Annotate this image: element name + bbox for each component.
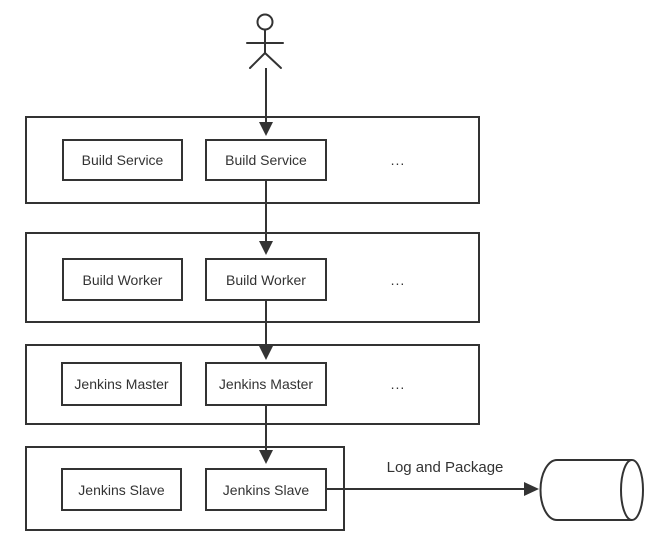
node-build-worker-1: Build Worker xyxy=(62,258,183,301)
node-build-service-2: Build Service xyxy=(205,139,327,181)
actor-icon xyxy=(246,13,284,69)
cylinder-cap xyxy=(620,459,644,521)
node-jenkins-slave-2: Jenkins Slave xyxy=(205,468,327,511)
actor-right-leg xyxy=(264,52,282,69)
node-jenkins-master-1: Jenkins Master xyxy=(61,362,182,406)
node-jenkins-slave-1: Jenkins Slave xyxy=(61,468,182,511)
node-jenkins-master-2: Jenkins Master xyxy=(205,362,327,406)
datastore-label-ceph: Ceph xyxy=(563,482,597,498)
more-nodes-ellipsis: ... xyxy=(390,152,406,168)
arrowhead-right-icon xyxy=(524,482,539,496)
more-nodes-ellipsis: ... xyxy=(390,376,406,392)
node-build-worker-2: Build Worker xyxy=(205,258,327,301)
more-nodes-ellipsis: ... xyxy=(390,272,406,288)
node-build-service-1: Build Service xyxy=(62,139,183,181)
arrow-jenkins-slave-to-ceph xyxy=(327,482,539,496)
edge-label-log-and-package: Log and Package xyxy=(386,459,504,476)
actor-left-leg xyxy=(249,52,266,69)
actor-head xyxy=(256,13,274,31)
